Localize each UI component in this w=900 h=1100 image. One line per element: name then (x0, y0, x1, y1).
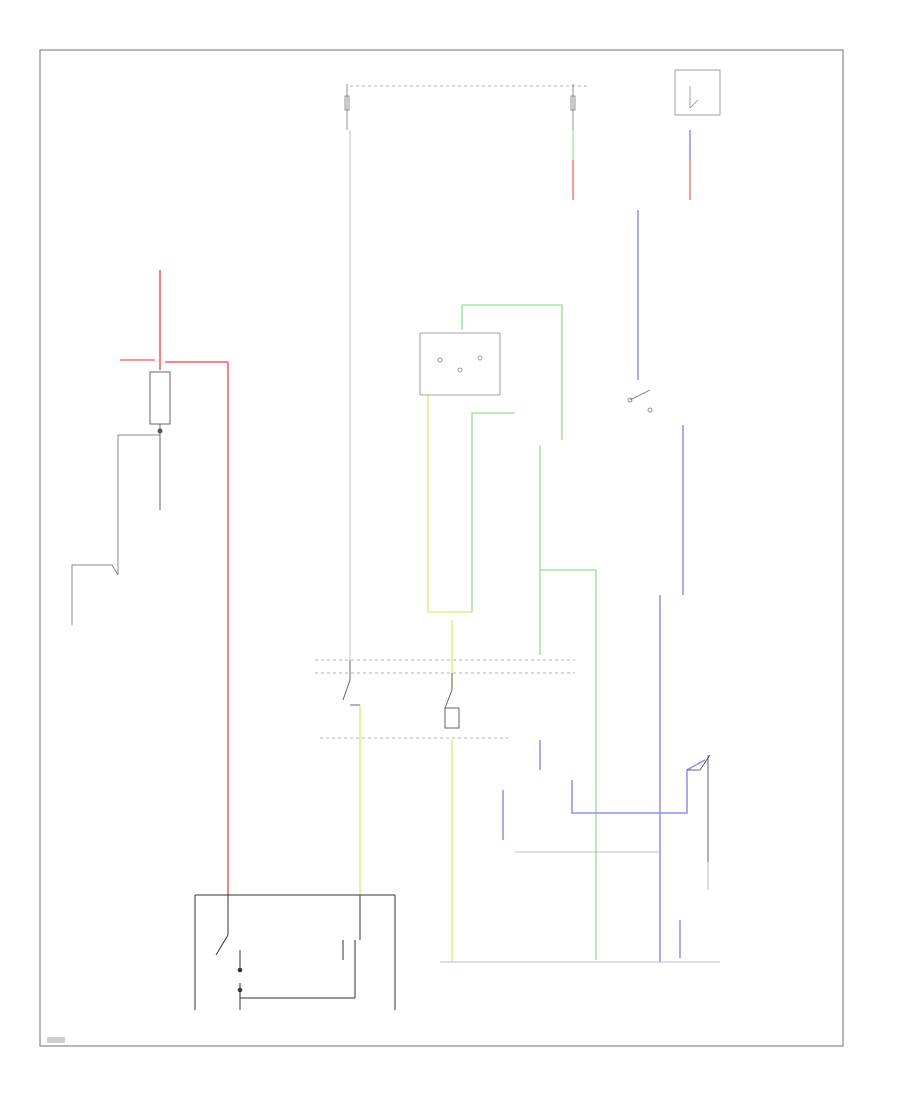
wire-yellow-left (427, 395, 472, 613)
wire-red-short-top (572, 160, 691, 200)
starter-motor-block (194, 894, 396, 1010)
wire-grey-bottom (440, 851, 720, 963)
wire-yellow-lower (359, 620, 453, 962)
wire-red-battery (159, 270, 229, 895)
range-switch-block (419, 332, 501, 396)
ignition-switch (627, 389, 653, 413)
fuse-block-top-right (570, 84, 576, 130)
starter-relay-switches (342, 660, 460, 729)
wire-green-mid (471, 412, 597, 960)
dashed-splice-bars (315, 659, 575, 739)
battery-junction (149, 371, 171, 510)
right-clutch-switch (687, 754, 711, 862)
relay-box-top-right (674, 69, 721, 116)
page-code-marker (47, 1037, 65, 1043)
wire-blue-right (502, 130, 706, 962)
diagram-border (39, 49, 844, 1047)
wire-green-top-loop (461, 304, 563, 440)
wire-grey-left-branch (71, 434, 160, 625)
fuse-block-top-left (344, 84, 350, 130)
